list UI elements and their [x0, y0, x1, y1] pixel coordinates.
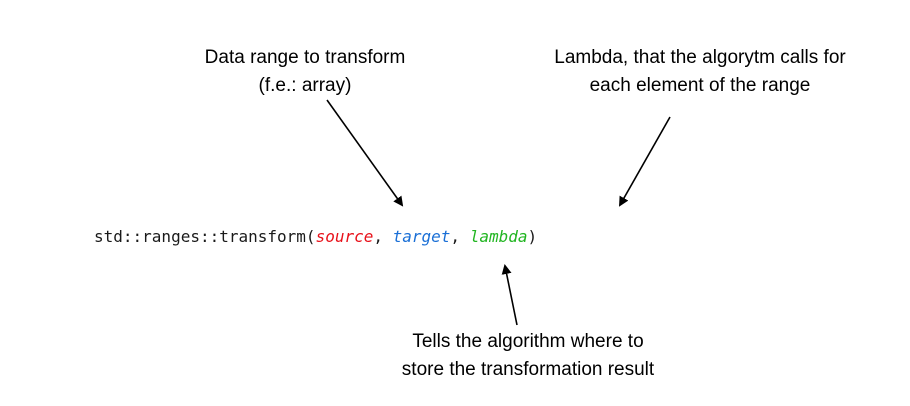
source-annotation-line2: (f.e.: array) — [258, 75, 352, 96]
code-suffix: ) — [527, 227, 538, 246]
target-annotation-line1: Tells the algorithm where to — [412, 331, 644, 352]
lambda-annotation-line1: Lambda, that the algorytm calls for — [554, 47, 846, 68]
source-arrow — [326, 99, 404, 207]
source-annotation: Data range to transform (f.e.: array) — [165, 44, 445, 100]
target-arrow — [501, 264, 518, 326]
code-separator-2: , — [450, 227, 470, 246]
lambda-arrow — [619, 116, 671, 207]
source-annotation-line1: Data range to transform — [204, 47, 406, 68]
code-separator-1: , — [373, 227, 393, 246]
target-annotation: Tells the algorithm where to store the t… — [348, 328, 708, 384]
code-arg-target: target — [392, 227, 451, 246]
target-annotation-line2: store the transformation result — [401, 359, 655, 380]
code-arg-lambda: lambda — [469, 227, 528, 246]
lambda-annotation: Lambda, that the algorytm calls for each… — [500, 44, 900, 100]
code-line: std::ranges::transform(source, target, l… — [94, 226, 537, 248]
code-prefix: std::ranges::transform( — [94, 227, 316, 246]
lambda-annotation-line2: each element of the range — [589, 75, 811, 96]
code-arg-source: source — [315, 227, 374, 246]
